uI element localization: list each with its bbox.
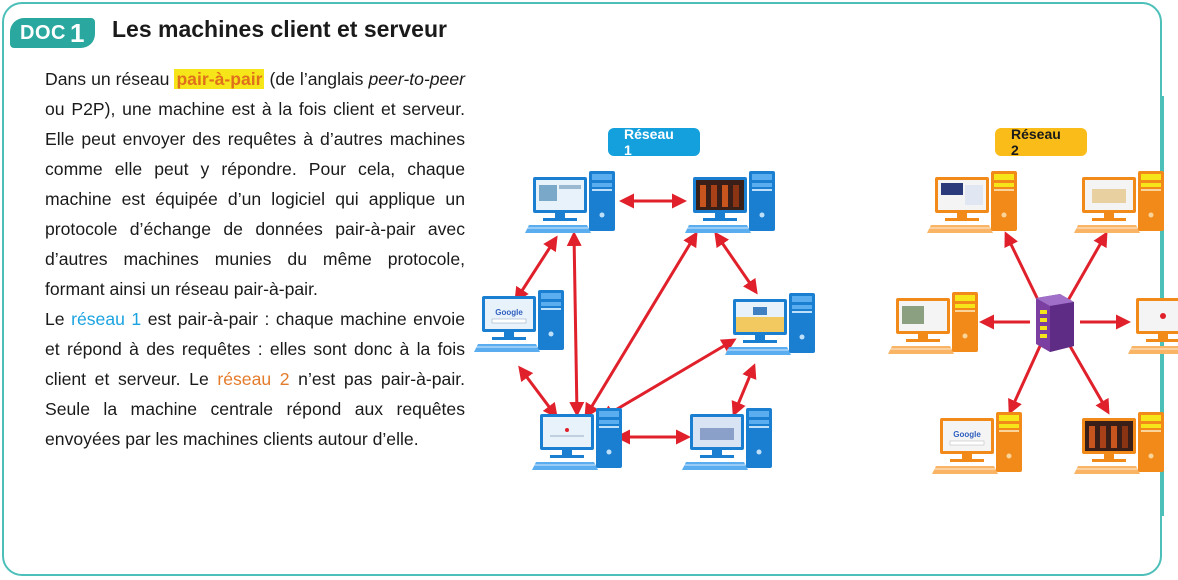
doc-badge: DOC 1 bbox=[10, 18, 95, 48]
network-2-pc-bottom-left: Google bbox=[931, 411, 1023, 475]
highlight-term: pair-à-pair bbox=[174, 69, 265, 89]
reseau-1-reference: réseau 1 bbox=[71, 309, 142, 329]
italic-term: peer-to-peer bbox=[368, 69, 465, 89]
network-2-central-server bbox=[1036, 294, 1074, 352]
network-1-pc-bottom-right bbox=[681, 407, 773, 471]
network-2-pc-left bbox=[887, 291, 979, 355]
p2-before: Le bbox=[45, 309, 72, 329]
network-1-arrows bbox=[514, 193, 758, 445]
network-2-pc-bottom-right bbox=[1073, 411, 1165, 475]
doc-badge-number: 1 bbox=[69, 17, 85, 48]
search-logo-2: Google bbox=[953, 430, 981, 439]
search-logo: Google bbox=[495, 308, 523, 317]
network-2-arrows bbox=[979, 231, 1131, 415]
text-block: Dans un réseau pair-à-pair (de l’anglais… bbox=[45, 64, 465, 454]
p1-mid: (de l’anglais bbox=[264, 69, 369, 89]
arrow-2-top-left bbox=[1004, 231, 1042, 305]
arrow-1-topleft-left bbox=[514, 235, 558, 303]
network-2-label: Réseau 2 bbox=[995, 126, 1087, 158]
paragraph-1: Dans un réseau pair-à-pair (de l’anglais… bbox=[45, 64, 465, 304]
p2-after: n’est pas pair-à-pair. Seule la machine … bbox=[45, 369, 466, 449]
network-1-pc-bottom-left bbox=[531, 407, 623, 471]
arrow-1-right-bottomright bbox=[731, 363, 757, 417]
arrow-1-left-bottomleft bbox=[518, 365, 558, 419]
reseau-2-reference: réseau 2 bbox=[217, 369, 290, 389]
arrow-2-bottom-right bbox=[1068, 345, 1110, 415]
arrow-1-right-bottomleft bbox=[599, 338, 737, 420]
arrow-1-topright-bottomleft bbox=[584, 231, 698, 419]
network-1-pc-top-right bbox=[684, 170, 776, 234]
arrow-1-topleft-bottomleft bbox=[566, 231, 585, 417]
network-2-pc-top-left bbox=[926, 170, 1018, 234]
p1-after: ou P2P), une machine est à la fois clien… bbox=[45, 99, 465, 299]
arrow-2-bottom-left bbox=[1008, 345, 1042, 415]
network-2-pc-top-right bbox=[1073, 170, 1165, 234]
p2-mid: est pair-à-pair : chaque machine envoie … bbox=[45, 309, 465, 389]
arrow-2-top-right bbox=[1064, 231, 1108, 305]
document-title: Les machines client et serveur bbox=[112, 16, 447, 42]
network-1-pc-right bbox=[724, 292, 816, 356]
network-1-pc-top-left bbox=[524, 170, 616, 234]
doc-badge-prefix: DOC bbox=[20, 21, 66, 44]
network-1-label: Réseau 1 bbox=[608, 126, 700, 158]
network-1-pc-left: Google bbox=[473, 289, 565, 353]
network-2-pc-right bbox=[1127, 291, 1178, 355]
p1-before: Dans un réseau bbox=[45, 69, 175, 89]
arrow-1-topright-right bbox=[714, 231, 758, 295]
paragraph-2: Le réseau 1 est pair-à-pair : chaque mac… bbox=[45, 304, 465, 454]
